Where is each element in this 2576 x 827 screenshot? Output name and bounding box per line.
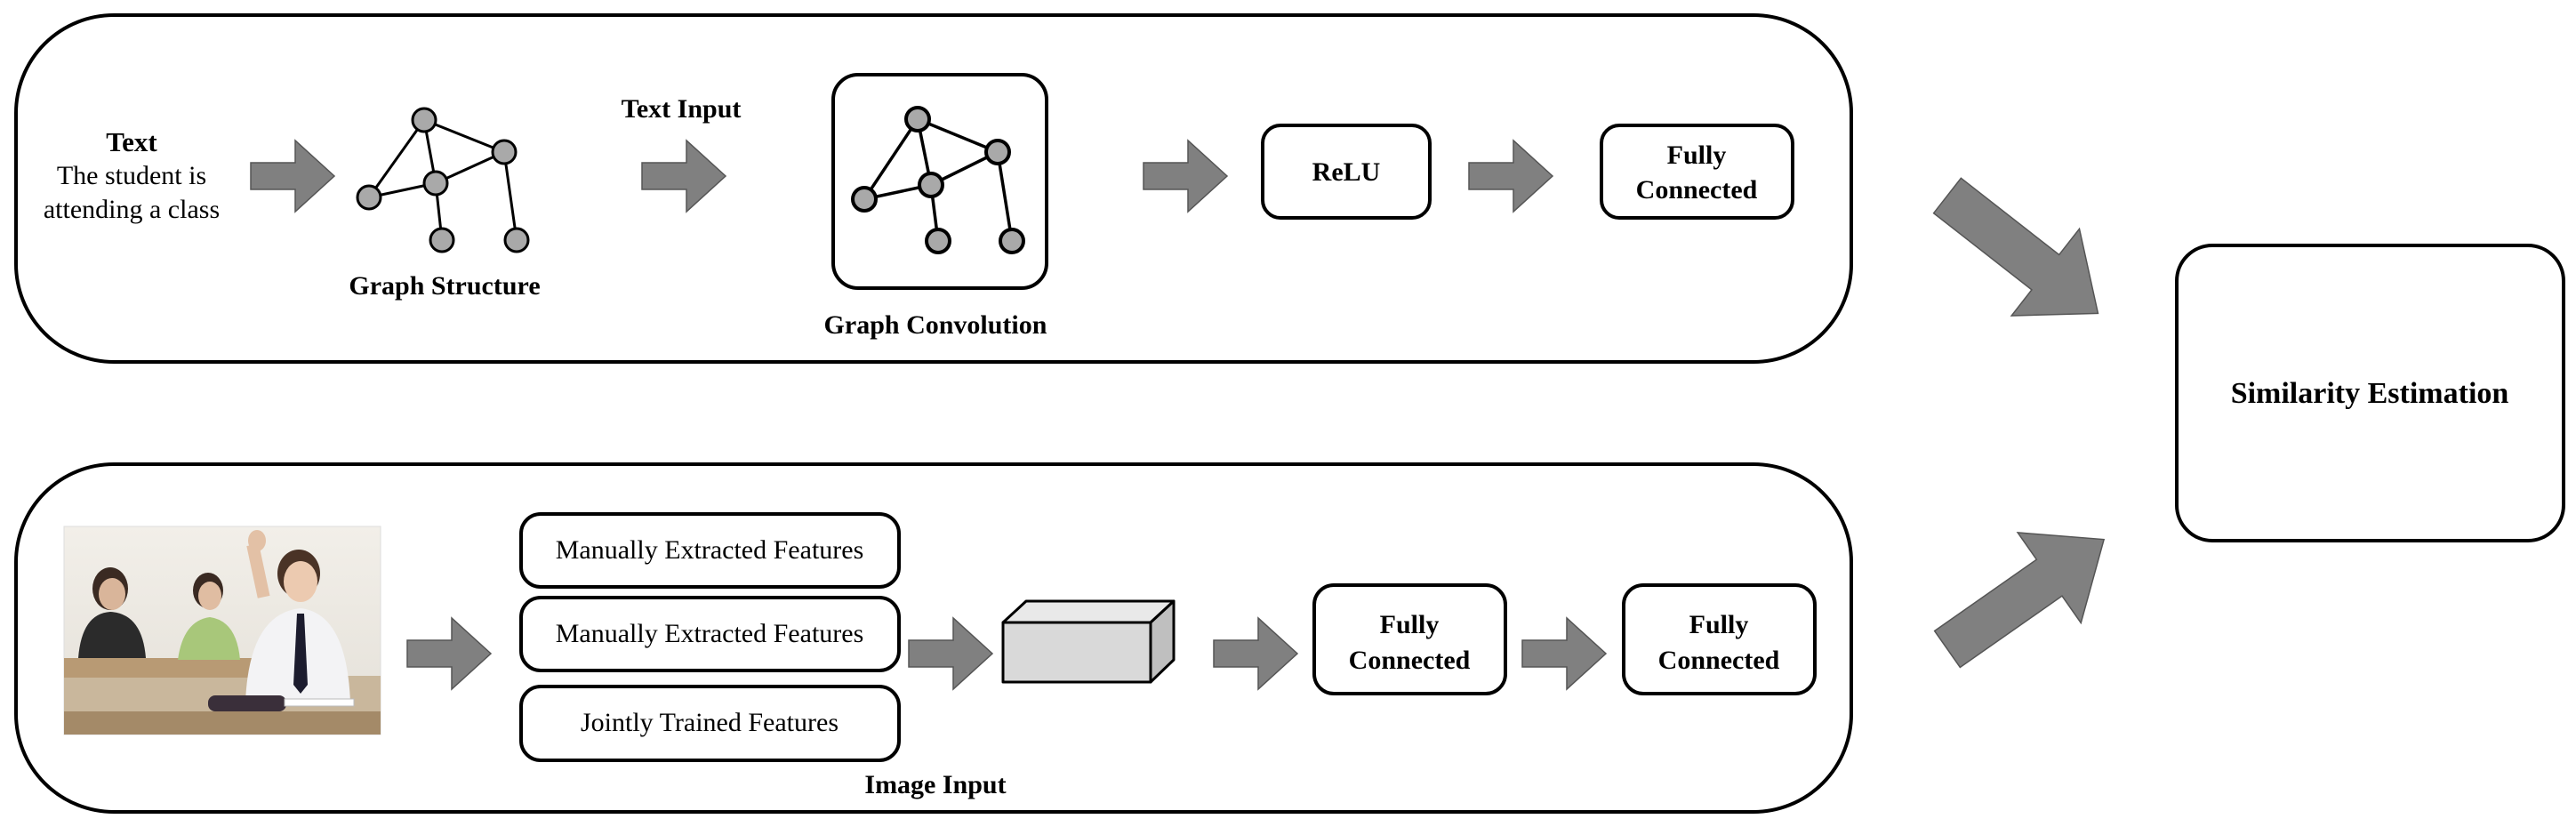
classroom-photo [63, 526, 381, 735]
image-fc1-line-2: Connected [1349, 646, 1471, 675]
text-title: Text [106, 126, 157, 157]
similarity-estimation-label: Similarity Estimation [2231, 377, 2509, 410]
text-fc-line-2: Connected [1636, 175, 1758, 205]
arrow-text-to-similarity [1932, 177, 2099, 317]
relu-box [1261, 124, 1432, 220]
graph-convolution-icon [851, 106, 1025, 254]
image-fc2-line-1: Fully [1689, 610, 1749, 639]
graph-structure-icon [356, 107, 530, 253]
relu-label: ReLU [1312, 157, 1381, 187]
text-line-1: The student is [57, 161, 206, 190]
feature-box-3 [519, 685, 901, 762]
text-line-2: attending a class [44, 195, 220, 224]
similarity-estimation-box [2175, 244, 2565, 542]
text-input-label: Text Input [622, 94, 742, 124]
feature-box-2-label: Manually Extracted Features [556, 619, 864, 648]
feature-box-1 [519, 512, 901, 589]
arrow-image-to-similarity [1933, 532, 2106, 669]
image-fc2-line-2: Connected [1658, 646, 1780, 675]
image-branch-panel [14, 462, 1853, 814]
text-fc-line-1: Fully [1667, 141, 1727, 170]
feature-box-2 [519, 596, 901, 672]
text-fully-connected-box [1600, 124, 1794, 220]
graph-convolution-label: Graph Convolution [824, 310, 1047, 340]
image-fc2-box [1622, 583, 1817, 695]
image-input-label: Image Input [864, 770, 1006, 799]
feature-vector-cube [1001, 599, 1176, 684]
image-fc1-line-1: Fully [1380, 610, 1440, 639]
image-fc1-box [1312, 583, 1507, 695]
graph-structure-label: Graph Structure [349, 271, 540, 301]
feature-box-3-label: Jointly Trained Features [581, 708, 839, 737]
feature-box-1-label: Manually Extracted Features [556, 535, 864, 565]
